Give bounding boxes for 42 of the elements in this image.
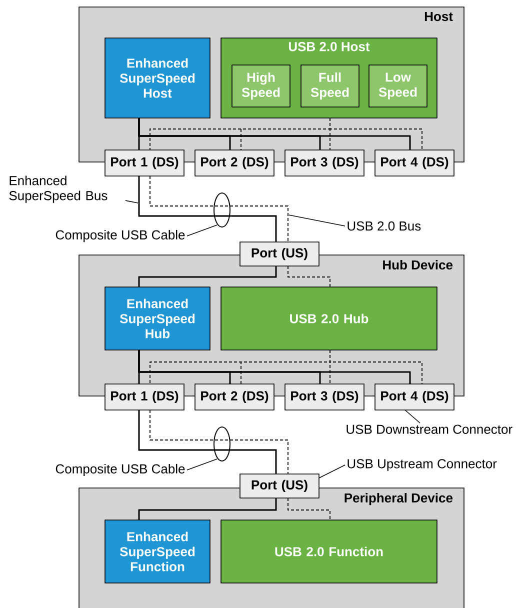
- port-box: Port 2 (DS): [194, 384, 274, 410]
- port-box: Port 3 (DS): [284, 150, 364, 176]
- function-box: Enhanced SuperSpeed Host: [104, 38, 210, 118]
- callout-text: Composite USB Cable: [56, 464, 185, 476]
- leader-line: [125, 200, 138, 204]
- bus-line: [150, 410, 288, 474]
- bus-line: [288, 498, 330, 520]
- port-box: Port (US): [240, 474, 320, 498]
- port-box: Port 4 (DS): [374, 150, 454, 176]
- callout-text: USB 2.0 Bus: [348, 221, 421, 231]
- leader-line: [318, 464, 346, 478]
- leader-line: [186, 458, 218, 470]
- bus-line: [138, 410, 277, 474]
- leader-line: [288, 214, 346, 226]
- port-box: Port 1 (DS): [104, 150, 184, 176]
- port-box: Port (US): [240, 242, 320, 266]
- callout-text: Composite USB Cable: [56, 230, 185, 242]
- bus-line: [138, 266, 277, 287]
- bus-line: [150, 176, 288, 242]
- function-box: Enhanced SuperSpeed Hub: [104, 286, 210, 350]
- function-box: Enhanced SuperSpeed Function: [104, 520, 210, 584]
- bus-line: [288, 266, 330, 288]
- function-box: USB 2.0 Hub: [220, 286, 438, 350]
- speed-box: Full Speed: [300, 64, 360, 108]
- port-box: Port 1 (DS): [104, 384, 184, 410]
- bus-line: [138, 176, 277, 242]
- port-box: Port 3 (DS): [284, 384, 364, 410]
- leader-line: [186, 224, 218, 236]
- callout-text: USB Downstream Connector: [346, 424, 512, 434]
- speed-box: High Speed: [232, 64, 290, 108]
- bus-line: [138, 118, 411, 150]
- speed-box: Low Speed: [368, 64, 428, 108]
- port-box: Port 2 (DS): [194, 150, 274, 176]
- bus-line: [138, 350, 411, 384]
- bus-line: [330, 118, 422, 150]
- function-box: USB 2.0 Function: [220, 520, 438, 584]
- port-box: Port 4 (DS): [374, 384, 454, 410]
- callout-text: Enhanced SuperSpeed Bus: [9, 176, 108, 203]
- bus-line: [330, 350, 422, 384]
- leader-line: [404, 410, 420, 424]
- bus-line: [138, 498, 277, 520]
- callout-text: USB Upstream Connector: [348, 459, 497, 471]
